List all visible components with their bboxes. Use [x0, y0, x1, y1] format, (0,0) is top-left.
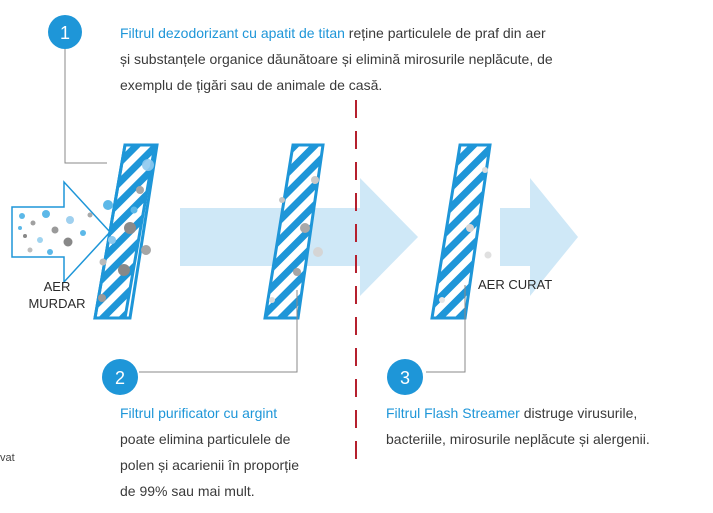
step-2-title: Filtrul purificator cu argint [120, 405, 278, 421]
step-3-title: Filtrul Flash Streamer [386, 405, 520, 421]
edge-text-fragment: vat [0, 452, 15, 464]
dust-particles-inlet [18, 210, 93, 255]
leader-line-3 [426, 285, 466, 373]
step-3-text-1: distruge virusurile, [519, 405, 638, 421]
step-2-text-3: de 99% sau mai mult. [120, 483, 255, 499]
step-1-line-1: Filtrul dezodorizant cu apatit de titan … [120, 20, 700, 46]
step-badge-1: 1 [48, 15, 82, 49]
step-1-text-3: exemplu de țigări sau de animale de casă… [120, 77, 383, 93]
leader-line-1 [64, 38, 107, 164]
step-1-text-1: reține particulele de praf din aer [344, 25, 546, 41]
filter-panel-1 [93, 143, 159, 320]
dirty-air-label-line-1: AER [43, 279, 71, 294]
step-3-text-2: bacteriile, mirosurile neplăcute și aler… [386, 431, 650, 447]
svg-text:2: 2 [115, 368, 125, 388]
svg-text:3: 3 [400, 368, 410, 388]
step-3-line-1: Filtrul Flash Streamer distruge virusuri… [386, 400, 711, 426]
svg-text:1: 1 [60, 23, 70, 43]
step-badge-2: 2 [102, 359, 138, 395]
dirty-air-label: AER MURDAR [22, 278, 92, 312]
leader-line-2 [139, 290, 298, 373]
step-1-text-2: și substanțele organice dăunătoare și el… [120, 51, 553, 67]
dirty-air-arrow [11, 180, 112, 284]
dirty-air-label-line-2: MURDAR [28, 296, 86, 311]
step-3-description: Filtrul Flash Streamer distruge virusuri… [386, 400, 711, 452]
step-2-text-1: poate elimina particulele de [120, 431, 291, 447]
airflow-arrow-right [500, 178, 578, 296]
step-1-title: Filtrul dezodorizant cu apatit de titan [120, 25, 345, 41]
clean-air-label: AER CURAT [478, 277, 553, 292]
step-1-description: Filtrul dezodorizant cu apatit de titan … [120, 20, 700, 98]
step-badge-3: 3 [387, 359, 423, 395]
step-2-description: Filtrul purificator cu argint poate elim… [120, 400, 350, 504]
step-2-text-2: polen și acarienii în proporție [120, 457, 299, 473]
filter-panel-2 [263, 143, 325, 320]
